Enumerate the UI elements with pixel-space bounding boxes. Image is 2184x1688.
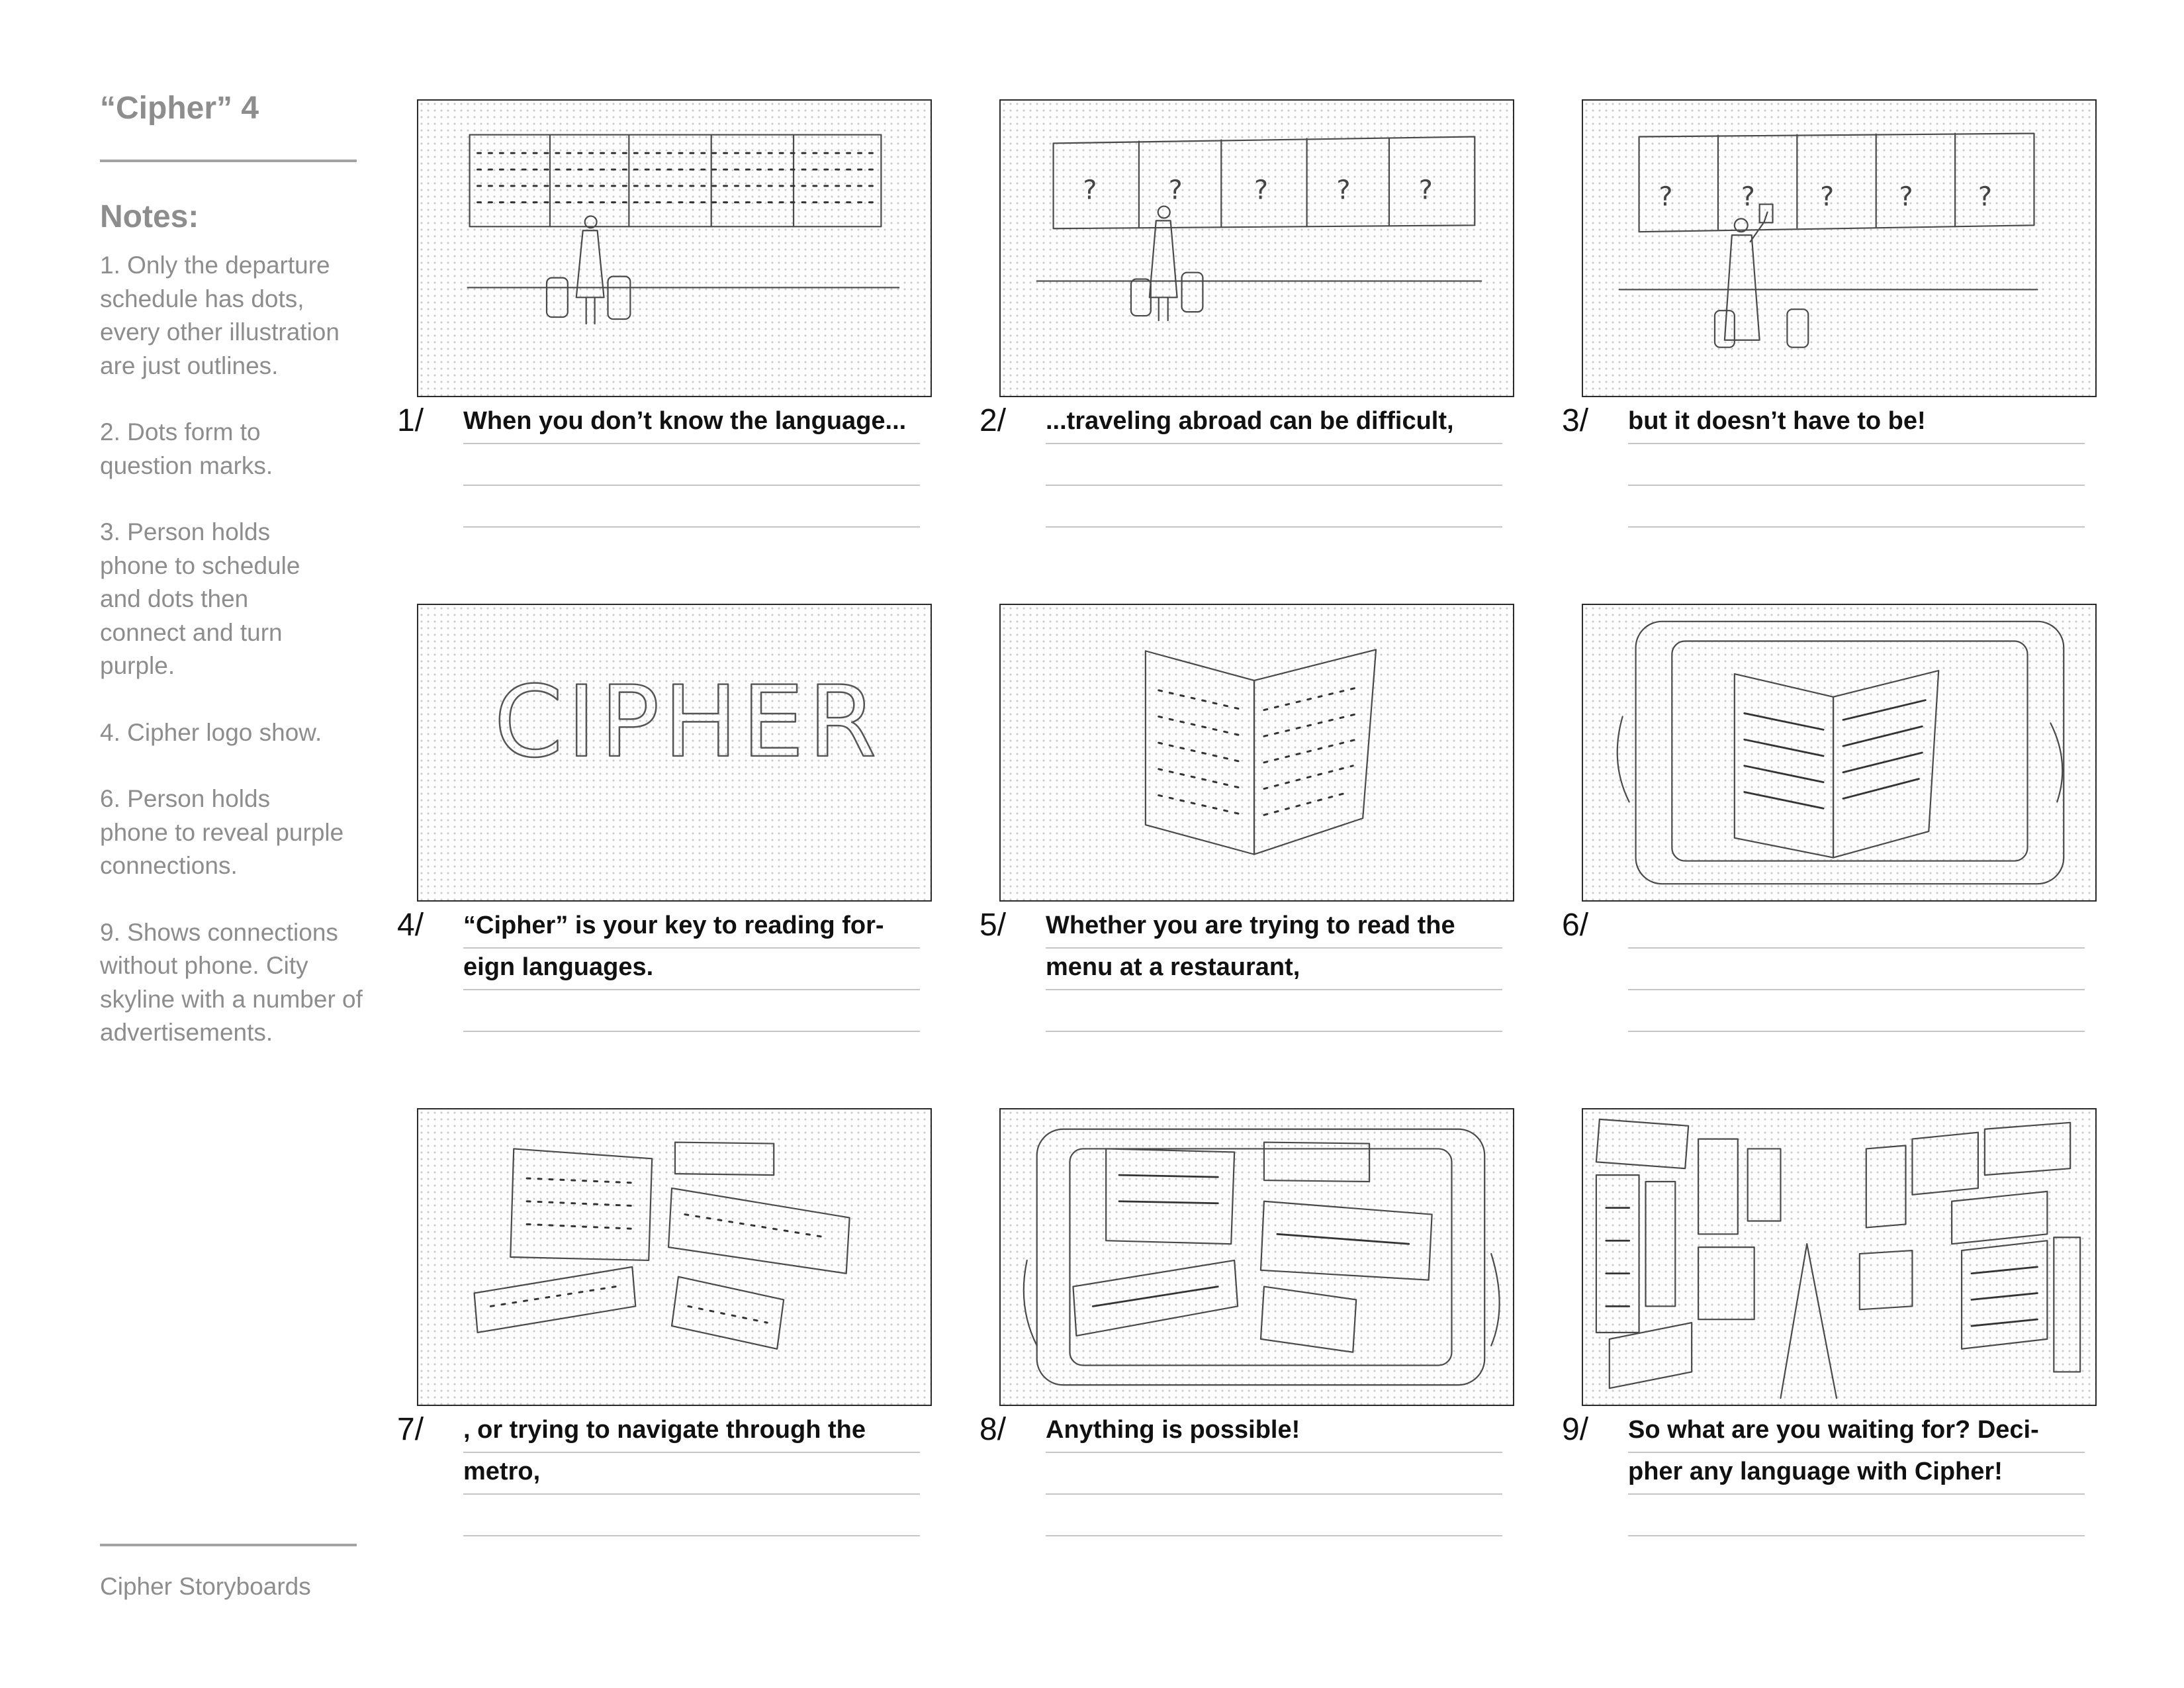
svg-text:?: ?: [1978, 182, 1992, 212]
notes-list: 1. Only the departure schedule has dots,…: [100, 249, 365, 1083]
sketch-board-question-dots: ?? ?? ?: [1036, 136, 1482, 322]
svg-text:?: ?: [1899, 182, 1913, 212]
sketch-departure-board: [467, 134, 900, 325]
caption-line: When you don’t know the language...: [463, 402, 920, 444]
caption-line: [1628, 907, 2085, 949]
caption-line: [1628, 1495, 2085, 1536]
panel-number: 6/: [1562, 908, 1589, 943]
caption-line: menu at a restaurant,: [1046, 949, 1502, 990]
svg-text:?: ?: [1083, 175, 1097, 206]
sketch-phone-over-metro: [1023, 1128, 1500, 1386]
panel-number: 3/: [1562, 403, 1589, 438]
sketch-frame: [999, 1108, 1514, 1406]
panel-number: 2/: [979, 403, 1007, 438]
svg-text:?: ?: [1169, 175, 1183, 206]
note-item: 3. Person holds phone to schedule and do…: [100, 518, 300, 679]
caption-line: eign languages.: [463, 949, 920, 990]
sketch-frame: ?? ?? ?: [999, 99, 1514, 397]
caption: “Cipher” is your key to reading for- eig…: [463, 907, 920, 1032]
notes-heading: Notes:: [100, 199, 199, 234]
sketch-open-menu: [1144, 649, 1377, 855]
sketch-cipher-logo: CIPHER: [493, 665, 880, 780]
note-item: 6. Person holds phone to reveal purple c…: [100, 785, 344, 879]
title-divider: [100, 160, 357, 162]
footer-label: Cipher Storyboards: [100, 1573, 311, 1600]
svg-text:?: ?: [1419, 175, 1433, 206]
svg-text:?: ?: [1820, 182, 1834, 212]
caption-line: but it doesn’t have to be!: [1628, 402, 2085, 444]
sketch-person-scanning-board: ?? ?? ?: [1618, 132, 2038, 348]
caption-line: Anything is possible!: [1046, 1411, 1502, 1453]
caption-line: [463, 444, 920, 486]
caption-line: [463, 486, 920, 528]
note-item: 2. Dots form to question marks.: [100, 418, 273, 479]
storyboard-panel-6: 6/: [1562, 597, 2097, 1060]
note-item: 9. Shows connections without phone. City…: [100, 918, 363, 1047]
sketch-metro-signs: [473, 1141, 850, 1350]
caption: Anything is possible!: [1046, 1411, 1502, 1536]
caption-line: Whether you are trying to read the: [1046, 907, 1502, 949]
caption-line: ...traveling abroad can be difficult,: [1046, 402, 1502, 444]
panel-number: 7/: [397, 1412, 424, 1447]
caption-line: [1628, 486, 2085, 528]
page-title: “Cipher” 4: [100, 91, 259, 126]
caption-line: [463, 990, 920, 1032]
caption: Whether you are trying to read the menu …: [1046, 907, 1502, 1032]
caption-line: metro,: [463, 1453, 920, 1495]
svg-text:?: ?: [1254, 175, 1268, 206]
caption: When you don’t know the language...: [463, 402, 920, 528]
footer-divider: [100, 1544, 357, 1546]
sketch-frame: [1582, 604, 2097, 902]
caption-line: [1628, 949, 2085, 990]
storyboard-panel-7: 7/ , or trying to navigate through the m…: [397, 1102, 932, 1565]
sketch-frame: [1582, 1108, 2097, 1406]
storyboard-panel-5: 5/ Whether you are trying to read the me…: [979, 597, 1514, 1060]
note-item: 4. Cipher logo show.: [100, 718, 322, 746]
sketch-frame: ?? ?? ?: [1582, 99, 2097, 397]
svg-text:CIPHER: CIPHER: [494, 665, 880, 780]
caption-line: [463, 1495, 920, 1536]
caption-line: [1046, 990, 1502, 1032]
panel-number: 5/: [979, 908, 1007, 943]
caption-line: [1046, 444, 1502, 486]
storyboard-panel-3: ?? ?? ? 3/ but it doesn’t have to be!: [1562, 93, 2097, 556]
caption-line: “Cipher” is your key to reading for-: [463, 907, 920, 949]
panel-number: 1/: [397, 403, 424, 438]
storyboard-panel-9: 9/ So what are you waiting for? Deci- ph…: [1562, 1102, 2097, 1565]
sketch-frame: [417, 99, 932, 397]
caption-line: , or trying to navigate through the: [463, 1411, 920, 1453]
caption-line: [1046, 1453, 1502, 1495]
sketch-phone-over-menu: [1616, 620, 2065, 885]
storyboard-panel-2: ?? ?? ? 2/ ...traveling abroad can be di…: [979, 93, 1514, 556]
sketch-frame: [417, 1108, 932, 1406]
caption-line: pher any language with Cipher!: [1628, 1453, 2085, 1495]
panel-number: 8/: [979, 1412, 1007, 1447]
sketch-frame: CIPHER: [417, 604, 932, 902]
caption-line: [1046, 486, 1502, 528]
storyboard-panel-4: CIPHER 4/ “Cipher” is your key to readin…: [397, 597, 932, 1060]
sketch-city-advertisements: [1595, 1118, 2081, 1399]
caption-line: [1628, 990, 2085, 1032]
caption-line: [1628, 444, 2085, 486]
caption-line: So what are you waiting for? Deci-: [1628, 1411, 2085, 1453]
caption: but it doesn’t have to be!: [1628, 402, 2085, 528]
svg-text:?: ?: [1336, 175, 1350, 206]
sidebar: “Cipher” 4 Notes: 1. Only the departure …: [100, 91, 363, 1046]
caption: So what are you waiting for? Deci- pher …: [1628, 1411, 2085, 1536]
caption: , or trying to navigate through the metr…: [463, 1411, 920, 1536]
note-item: 1. Only the departure schedule has dots,…: [100, 252, 340, 379]
storyboard-panel-8: 8/ Anything is possible!: [979, 1102, 1514, 1565]
svg-text:?: ?: [1659, 182, 1672, 212]
caption: ...traveling abroad can be difficult,: [1046, 402, 1502, 528]
caption-line: [1046, 1495, 1502, 1536]
sketch-frame: [999, 604, 1514, 902]
storyboard-panel-1: 1/ When you don’t know the language...: [397, 93, 932, 556]
panel-number: 9/: [1562, 1412, 1589, 1447]
panel-number: 4/: [397, 908, 424, 943]
svg-text:?: ?: [1741, 182, 1755, 212]
caption: [1628, 907, 2085, 1032]
